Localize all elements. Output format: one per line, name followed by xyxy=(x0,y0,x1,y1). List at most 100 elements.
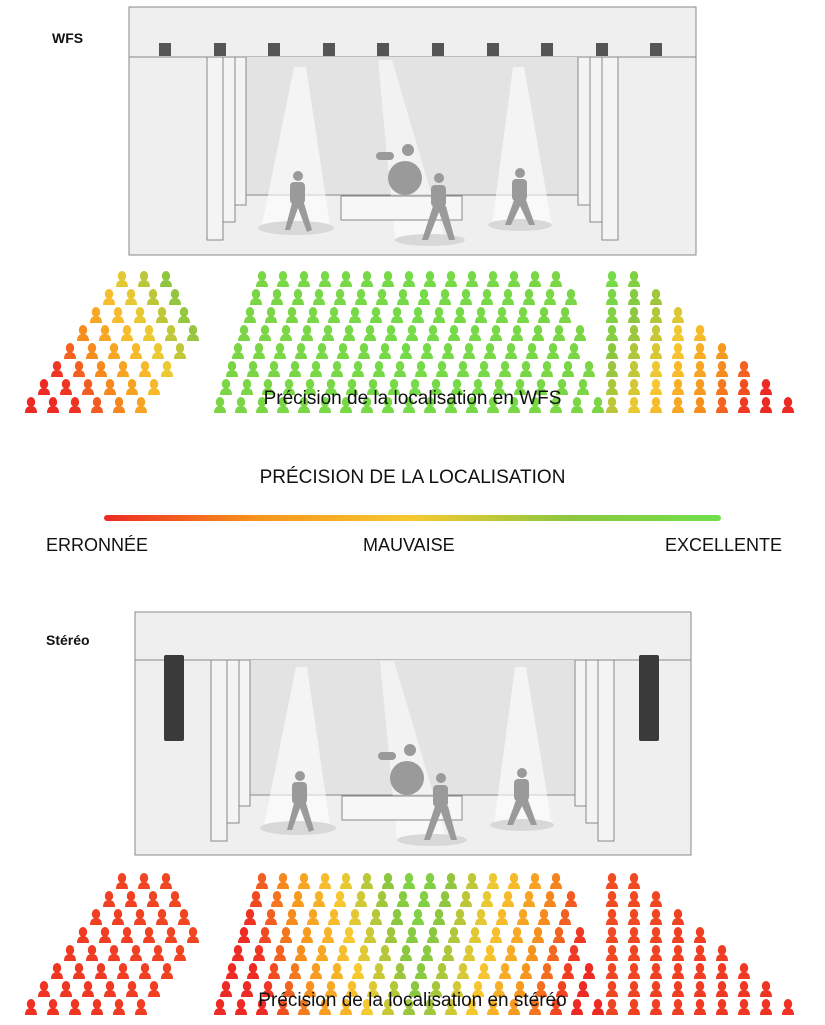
stereo-audience-person xyxy=(606,891,618,907)
stereo-audience-person xyxy=(125,891,137,907)
wfs-audience-person xyxy=(650,307,662,323)
stereo-audience-person xyxy=(499,963,511,979)
stereo-audience-person xyxy=(517,909,529,925)
wfs-audience-person xyxy=(650,379,662,395)
stereo-audience-person xyxy=(385,927,397,943)
wfs-audience-person xyxy=(349,307,361,323)
wfs-audience-person xyxy=(148,379,160,395)
stereo-audience-person xyxy=(178,909,190,925)
wfs-audience-person xyxy=(457,361,469,377)
stereo-audience-person xyxy=(650,909,662,925)
wfs-audience-person xyxy=(304,379,316,395)
stereo-caption: Précision de la localisation en stéréo xyxy=(258,990,567,1011)
wfs-audience-person xyxy=(69,397,81,413)
wfs-audience-person xyxy=(606,361,618,377)
wfs-audience-person xyxy=(103,289,115,305)
stereo-audience-person xyxy=(313,891,325,907)
stereo-audience-person xyxy=(134,909,146,925)
wfs-audience-person xyxy=(286,307,298,323)
wfs-audience-person xyxy=(403,397,415,413)
stereo-audience-person xyxy=(650,891,662,907)
stereo-audience-person xyxy=(286,909,298,925)
wfs-audience-person xyxy=(694,361,706,377)
wfs-audience-person xyxy=(331,361,343,377)
wfs-audience-person xyxy=(517,307,529,323)
wfs-audience-person xyxy=(628,379,640,395)
stereo-audience-person xyxy=(541,963,553,979)
stereo-audience-person xyxy=(265,909,277,925)
wfs-audience-person xyxy=(289,361,301,377)
wfs-audience-person xyxy=(442,343,454,359)
wfs-audience-person xyxy=(672,379,684,395)
wfs-audience-person xyxy=(508,271,520,287)
wfs-stage-illustration xyxy=(128,6,697,256)
stereo-audience-person xyxy=(165,927,177,943)
wfs-audience-person xyxy=(340,397,352,413)
wfs-audience-person xyxy=(466,271,478,287)
wfs-audience-person xyxy=(694,343,706,359)
stereo-audience-person xyxy=(352,963,364,979)
stereo-audience-person xyxy=(47,999,59,1015)
stereo-audience-person xyxy=(650,981,662,997)
stereo-audience-person xyxy=(301,927,313,943)
wfs-audience-person xyxy=(86,343,98,359)
wfs-audience-person xyxy=(562,361,574,377)
wfs-audience-person xyxy=(156,307,168,323)
wfs-audience-person xyxy=(38,379,50,395)
wfs-audience-person xyxy=(169,289,181,305)
stereo-audience-person xyxy=(298,999,310,1015)
stereo-audience-person xyxy=(388,981,400,997)
wfs-audience-person xyxy=(116,271,128,287)
stereo-audience-person xyxy=(112,909,124,925)
wfs-speaker-row xyxy=(159,43,662,56)
stereo-audience-person xyxy=(283,981,295,997)
wfs-audience-person xyxy=(77,325,89,341)
stereo-audience-person xyxy=(319,999,331,1015)
stereo-audience-person xyxy=(606,927,618,943)
stereo-audience-person xyxy=(514,981,526,997)
stereo-audience-person xyxy=(672,945,684,961)
wfs-audience-person xyxy=(592,397,604,413)
stereo-audience-person xyxy=(583,963,595,979)
stereo-audience-person xyxy=(478,963,490,979)
stereo-audience-person xyxy=(502,891,514,907)
wfs-audience-person xyxy=(283,379,295,395)
wfs-audience-person xyxy=(487,397,499,413)
stereo-audience-person xyxy=(606,963,618,979)
wfs-audience-person xyxy=(364,325,376,341)
stereo-audience-person xyxy=(457,963,469,979)
stereo-audience-person xyxy=(424,999,436,1015)
stereo-audience-person xyxy=(418,891,430,907)
stereo-audience-person xyxy=(716,945,728,961)
wfs-audience-person xyxy=(553,325,565,341)
stereo-audience-person xyxy=(406,927,418,943)
stereo-audience-person xyxy=(169,891,181,907)
stereo-audience-person xyxy=(606,981,618,997)
wfs-audience-person xyxy=(716,397,728,413)
wfs-audience-person xyxy=(277,271,289,287)
wfs-audience-person xyxy=(628,397,640,413)
wfs-audience-person xyxy=(134,307,146,323)
stereo-audience-person xyxy=(358,945,370,961)
wfs-audience-person xyxy=(694,379,706,395)
stereo-audience-person xyxy=(244,909,256,925)
stereo-audience-person xyxy=(25,999,37,1015)
stereo-audience-person xyxy=(532,927,544,943)
stereo-audience-person xyxy=(760,981,772,997)
wfs-audience-person xyxy=(241,379,253,395)
scale-title: PRÉCISION DE LA LOCALISATION xyxy=(259,467,566,488)
wfs-audience-person xyxy=(514,379,526,395)
stereo-audience-person xyxy=(529,873,541,889)
stereo-audience-person xyxy=(373,963,385,979)
wfs-audience-person xyxy=(694,325,706,341)
stereo-audience-person xyxy=(38,981,50,997)
stereo-audience-person xyxy=(304,981,316,997)
wfs-audience-person xyxy=(606,397,618,413)
wfs-audience-person xyxy=(538,307,550,323)
stereo-audience-person xyxy=(113,999,125,1015)
wfs-audience-person xyxy=(490,325,502,341)
stereo-audience-person xyxy=(69,999,81,1015)
stereo-audience-person xyxy=(672,999,684,1015)
stereo-audience-person xyxy=(271,891,283,907)
wfs-audience-person xyxy=(292,289,304,305)
